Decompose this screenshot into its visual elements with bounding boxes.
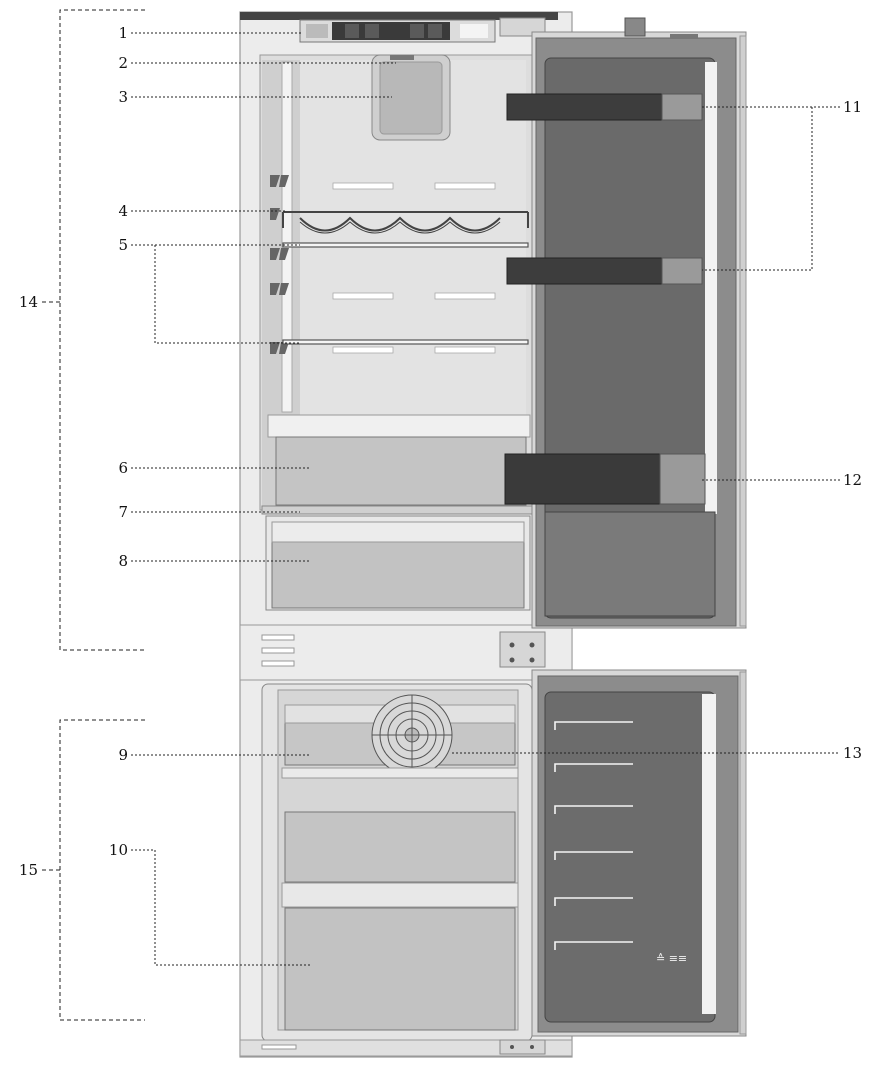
callout-1: 1 (118, 24, 128, 42)
callout-2: 2 (118, 54, 128, 72)
callout-4: 4 (118, 202, 128, 220)
callout-3: 3 (118, 88, 128, 106)
side-clips (270, 175, 289, 354)
door-bin-top (506, 93, 703, 121)
crisper-drawer (275, 436, 527, 506)
callout-10: 10 (108, 841, 128, 859)
callout-7: 7 (118, 503, 128, 521)
compartment-divider (261, 505, 535, 515)
callout-12: 12 (843, 471, 863, 489)
shelf-supports (332, 182, 496, 354)
bottom-trim (239, 1039, 573, 1057)
callout-9: 9 (118, 746, 128, 764)
leader-lines (131, 32, 840, 966)
door-badge: ≙ ≡≡ (656, 952, 687, 965)
light-unit (371, 54, 451, 141)
callout-15: 15 (18, 861, 38, 879)
crisper-cover (267, 414, 531, 438)
door-bin-bottle (504, 453, 706, 505)
freezer-door-ridges (554, 721, 633, 950)
fridge-door (531, 31, 747, 629)
door-bin-middle (506, 257, 703, 285)
callout-14: 14 (18, 293, 38, 311)
freezer-shelf (281, 767, 519, 779)
bottom-hinge (499, 1039, 546, 1055)
section-brackets (42, 9, 145, 1021)
callout-6: 6 (118, 459, 128, 477)
control-panel (299, 19, 496, 43)
middle-vents (261, 634, 295, 667)
callout-13: 13 (843, 744, 863, 762)
callout-5: 5 (118, 236, 128, 254)
fan-grille (371, 694, 453, 776)
callout-8: 8 (118, 552, 128, 570)
middle-hinge (499, 631, 546, 668)
freezer-drawer-bottom (284, 907, 516, 1031)
top-trim (240, 12, 558, 20)
door-hinge-top (624, 17, 646, 37)
bottle-rack (282, 211, 529, 234)
freezer-drawer-middle (284, 811, 516, 883)
chiller-drawer (265, 515, 531, 611)
callout-11: 11 (843, 98, 863, 116)
freezer-door (531, 669, 747, 1037)
